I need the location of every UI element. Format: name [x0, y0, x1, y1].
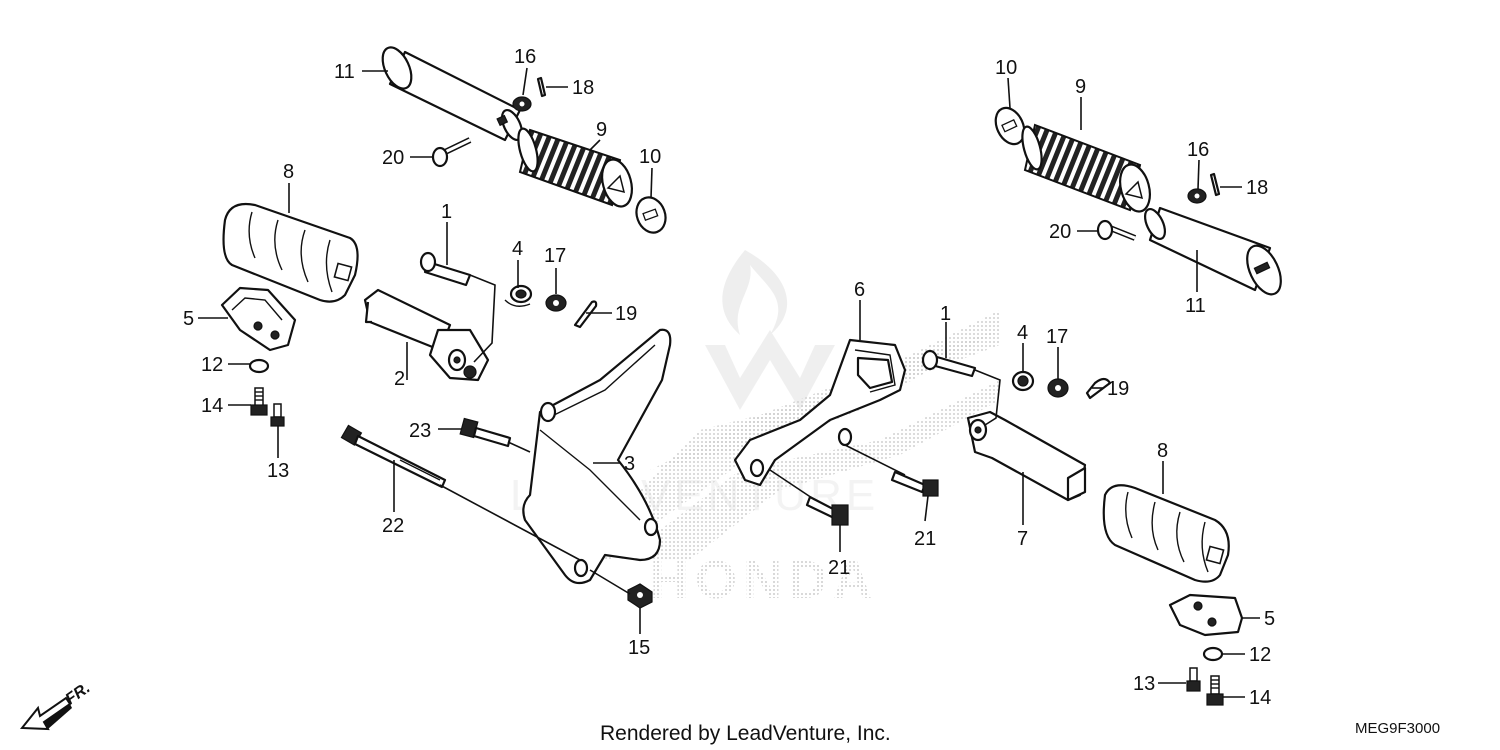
part-9-right-rubber [1021, 123, 1151, 213]
part-1-right-pin [921, 349, 977, 378]
part-18-clip [536, 76, 547, 98]
part-8-left-footpeg-rubber [222, 202, 359, 303]
part-8-right-footpeg-rubber [1102, 484, 1230, 583]
part-17-left-washer [545, 294, 567, 312]
leader-lines [198, 67, 1260, 698]
callout: 1 [940, 303, 951, 325]
part-18-right-clip [1209, 172, 1221, 197]
part-15-nut [627, 583, 653, 609]
callout: 14 [201, 395, 223, 417]
part-11-left-pin [381, 46, 524, 142]
callout: 19 [1107, 378, 1129, 400]
part-19-left-cotter [573, 300, 598, 329]
callout-numbers: 11 16 18 20 9 10 8 1 4 17 19 5 2 12 14 1… [183, 46, 1275, 709]
part-23-bolt [459, 417, 512, 448]
part-17-right-washer [1047, 378, 1069, 398]
callout: 14 [1249, 687, 1271, 709]
callout: 1 [441, 201, 452, 223]
part-12-right-nut [1202, 646, 1224, 662]
part-21-bolt-b [805, 495, 849, 526]
callout: 6 [854, 279, 865, 301]
callout: 13 [267, 460, 289, 482]
callout: 9 [596, 119, 607, 141]
callout: 5 [1264, 608, 1275, 630]
part-4-left-spring [504, 284, 533, 307]
part-10-left-washer [635, 196, 667, 234]
callout: 21 [914, 528, 936, 550]
callout: 11 [334, 61, 355, 83]
part-21-bolt-a [890, 470, 939, 497]
callout: 16 [1187, 139, 1209, 161]
callout: 4 [1017, 322, 1028, 344]
part-13-right-screw [1186, 667, 1201, 692]
callout: 17 [544, 245, 566, 267]
honda-logo-watermark: HONDA [650, 550, 878, 610]
part-14-left-bolt [250, 387, 268, 416]
callout: 12 [201, 354, 223, 376]
part-12-left-nut [248, 358, 270, 374]
callout: 12 [1249, 644, 1271, 666]
callout: 17 [1046, 326, 1068, 348]
part-14-right-bolt [1206, 675, 1224, 706]
callout: 3 [624, 453, 635, 475]
part-22-long-bolt [340, 424, 447, 489]
callout: 18 [1246, 177, 1268, 199]
callout: 18 [572, 77, 594, 99]
callout: 4 [512, 238, 523, 260]
part-6-bracket [733, 338, 907, 487]
part-4-right-spring [1011, 370, 1035, 392]
part-5-left-bracket [220, 286, 297, 352]
part-9-left-rubber [517, 127, 633, 208]
callout: 8 [1157, 440, 1168, 462]
callout: 10 [639, 146, 661, 168]
callout: 5 [183, 308, 194, 330]
callout: 11 [1185, 295, 1206, 317]
callout: 16 [514, 46, 536, 68]
part-20-right-pin [1096, 219, 1137, 241]
callout: 8 [283, 161, 294, 183]
callout: 13 [1133, 673, 1155, 695]
callout: 21 [828, 557, 850, 579]
part-10-right-washer [994, 106, 1026, 146]
part-20-pin [431, 137, 472, 168]
part-5-right-bracket [1168, 593, 1244, 637]
callout: 20 [382, 147, 404, 169]
callout: 22 [382, 515, 404, 537]
callout: 2 [394, 368, 405, 390]
part-1-left-pin [419, 251, 472, 287]
callout: 15 [628, 637, 650, 659]
part-2-left-footpeg-arm [363, 288, 490, 382]
callout: 10 [995, 57, 1017, 79]
callout: 7 [1017, 528, 1028, 550]
part-7-right-footpeg-arm [966, 410, 1087, 502]
rendered-by-credit: Rendered by LeadVenture, Inc. [600, 722, 891, 745]
diagram-code: MEG9F3000 [1355, 720, 1440, 737]
part-3-bracket [522, 328, 672, 585]
callout: 23 [409, 420, 431, 442]
callout: 19 [615, 303, 637, 325]
callout: 9 [1075, 76, 1086, 98]
callout: 20 [1049, 221, 1071, 243]
part-11-right-pin [1143, 206, 1282, 296]
part-13-left-screw [270, 403, 285, 427]
front-direction-arrow-icon: FR. [19, 680, 93, 731]
